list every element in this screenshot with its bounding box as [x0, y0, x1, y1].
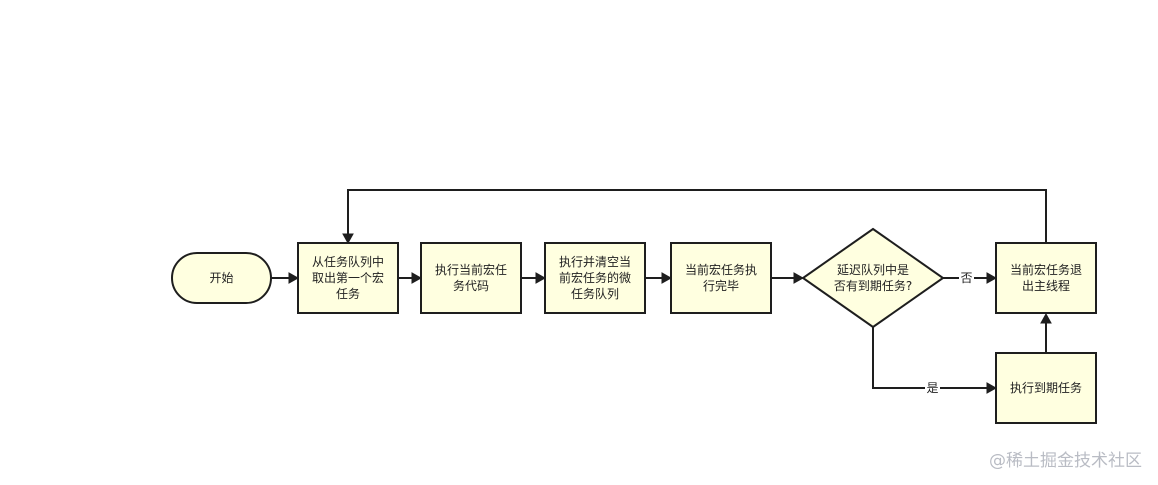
arrowhead-macro-done: [661, 272, 673, 284]
edge-label-yes: 是: [926, 381, 938, 395]
process-shape: [670, 242, 772, 314]
node-label-line: 务代码: [453, 278, 489, 293]
node-label-line: 执行到期任务: [1010, 380, 1082, 395]
node-macro-done: 当前宏任务执行完毕: [670, 242, 772, 314]
node-check-delay: 延迟队列中是否有到期任务?: [801, 227, 945, 329]
edge-label-no-bg: [959, 270, 974, 286]
node-exec-expired-text: 执行到期任务: [1010, 380, 1082, 395]
process-shape: [995, 242, 1097, 314]
edges: [271, 189, 1052, 394]
node-label-line: 开始: [209, 271, 233, 285]
node-label-line: 行完毕: [703, 278, 739, 293]
arrowhead-exec-micro: [535, 272, 547, 284]
arrowhead-exec-expired: [986, 382, 998, 394]
node-label-line: 出主线程: [1022, 278, 1070, 293]
node-label-line: 前宏任务的微: [559, 270, 631, 285]
node-take-macro: 从任务队列中取出第一个宏任务: [297, 242, 399, 314]
edge-label-yes-group: 是: [925, 380, 940, 396]
arrowhead-exit-main-from-below: [1040, 312, 1052, 324]
node-label-line: 任务: [336, 286, 360, 301]
node-label-line: 任务队列: [571, 286, 619, 301]
process-shape: [420, 242, 522, 314]
arrowhead-exit-main: [986, 272, 998, 284]
node-exec-macro-text: 执行当前宏任务代码: [435, 262, 507, 293]
edge-check-delay-to-exec-expired: [872, 327, 990, 389]
node-exit-main-text: 当前宏任务退出主线程: [1010, 262, 1082, 293]
arrowhead-take-macro: [288, 272, 300, 284]
edge-label-no: 否: [960, 271, 972, 285]
node-label-line: 从任务队列中: [312, 254, 384, 269]
node-exit-main: 当前宏任务退出主线程: [995, 242, 1097, 314]
node-label-line: 当前宏任务执: [685, 262, 757, 277]
decision-shape: [801, 227, 945, 329]
node-exec-expired: 执行到期任务: [995, 352, 1097, 424]
node-take-macro-text: 从任务队列中取出第一个宏任务: [312, 254, 384, 301]
node-label-line: 延迟队列中是: [837, 262, 909, 277]
edge-label-no-group: 否: [959, 270, 974, 286]
node-macro-done-text: 当前宏任务执行完毕: [685, 262, 757, 293]
node-check-delay-text: 延迟队列中是否有到期任务?: [834, 262, 912, 293]
node-label-line: 执行并清空当: [559, 255, 631, 269]
process-shape: [297, 242, 399, 314]
arrowhead-loop-take-macro: [342, 233, 354, 245]
process-shape: [544, 242, 646, 314]
node-exec-micro: 执行并清空当前宏任务的微任务队列: [544, 242, 646, 314]
node-start-text: 开始: [209, 271, 233, 285]
process-shape: [995, 352, 1097, 424]
arrowhead-exec-macro: [411, 272, 423, 284]
arrowhead-check-delay: [793, 272, 805, 284]
node-label-line: 否有到期任务?: [834, 278, 912, 293]
node-label-line: 执行当前宏任: [435, 262, 507, 277]
watermark: @稀土掘金技术社区: [989, 451, 1142, 471]
node-exec-micro-text: 执行并清空当前宏任务的微任务队列: [559, 255, 631, 301]
node-start: 开始: [171, 252, 272, 304]
node-label-line: 取出第一个宏: [312, 270, 384, 285]
node-exec-macro: 执行当前宏任务代码: [420, 242, 522, 314]
edge-label-yes-bg: [925, 380, 940, 396]
terminator-shape: [171, 252, 272, 304]
edge-loop-back-to-take-macro: [347, 189, 1047, 243]
node-label-line: 当前宏任务退: [1010, 262, 1082, 277]
